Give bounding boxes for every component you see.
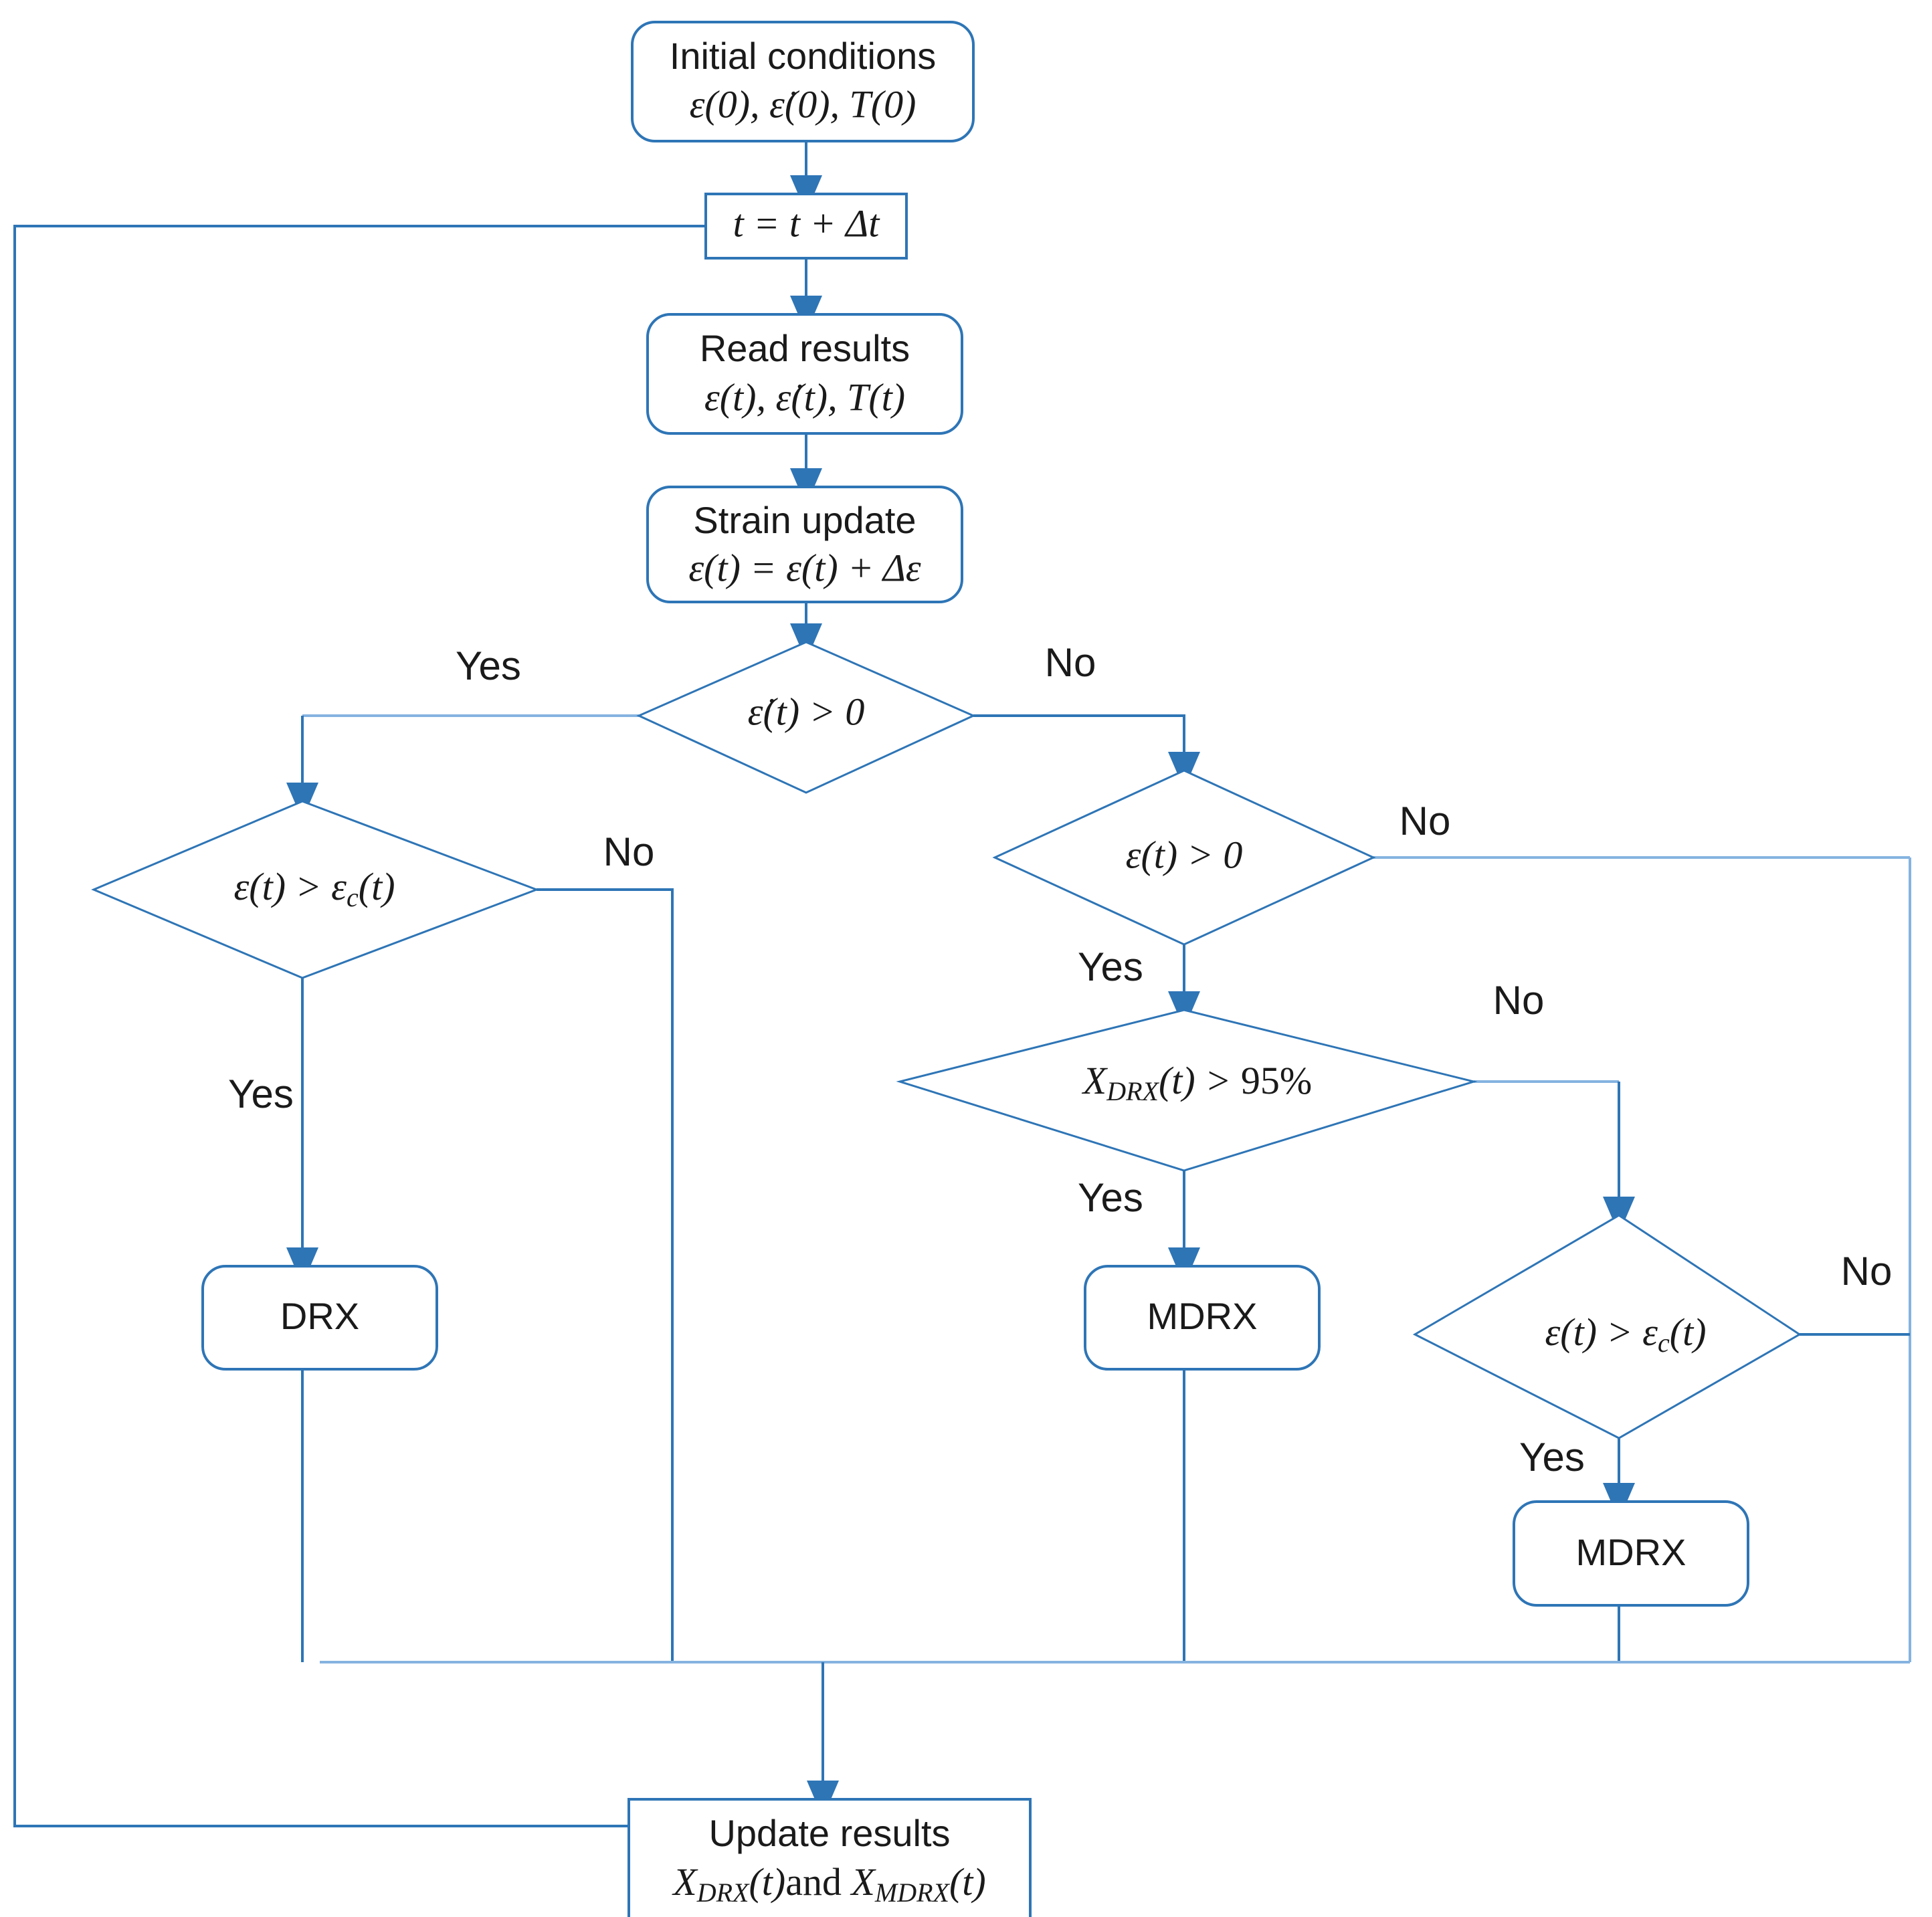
branch-label-xdrx-yes: Yes — [1078, 1175, 1143, 1220]
branch-label-xdrx-no: No — [1493, 978, 1545, 1023]
node-strain-update[interactable]: Strain update ε(t) = ε(t) + Δε — [646, 486, 963, 603]
mdrx-center-box — [1084, 1265, 1321, 1371]
node-read-results[interactable]: Read results ε(t), ε̇(t), T(t) — [646, 313, 963, 435]
decision-strain-rate-condition: ε̇(t) > 0 — [748, 690, 865, 733]
node-time-step[interactable]: t = t + Δt — [704, 193, 908, 260]
time-step-math: t = t + Δt — [733, 201, 881, 245]
decision-epsc-right-condition: ε(t) > εc(t) — [1545, 1310, 1706, 1358]
branch-label-epszero-yes: Yes — [1078, 944, 1143, 989]
update-results-math: XDRX(t)and XMDRX(t) — [672, 1860, 985, 1908]
strain-update-math: ε(t) = ε(t) + Δε — [688, 546, 921, 589]
time-step-box — [704, 193, 908, 260]
connector-feedback-loop — [13, 210, 745, 1827]
branch-label-epsc-right-no: No — [1841, 1249, 1893, 1294]
decision-eps-gt-zero-condition: ε(t) > 0 — [1126, 833, 1243, 876]
node-decision-epsc-left[interactable]: ε(t) > εc(t) — [91, 800, 540, 979]
node-decision-xdrx[interactable]: XDRX(t) > 95% — [896, 1009, 1478, 1172]
decision-epsc-left-condition: ε(t) > εc(t) — [233, 865, 395, 912]
initial-conditions-math: ε(0), ε̇(0), T(0) — [690, 82, 916, 126]
node-mdrx-center[interactable]: MDRX — [1084, 1265, 1321, 1371]
decision-strain-rate-diamond — [636, 641, 976, 794]
mdrx-right-label: MDRX — [1576, 1531, 1686, 1573]
mdrx-right-box — [1513, 1500, 1749, 1607]
decision-xdrx-condition: XDRX(t) > 95% — [1082, 1059, 1312, 1106]
branch-label-epszero-no: No — [1399, 799, 1451, 843]
update-results-box — [627, 1798, 1032, 1917]
initial-conditions-box — [631, 21, 975, 142]
branch-label-strainrate-yes: Yes — [456, 643, 521, 688]
branch-label-epsc-left-yes: Yes — [228, 1072, 294, 1116]
node-mdrx-right[interactable]: MDRX — [1513, 1500, 1749, 1607]
connector-epsc-left-no — [537, 888, 674, 1662]
mdrx-center-label: MDRX — [1147, 1295, 1258, 1337]
update-results-title: Update results — [708, 1812, 950, 1854]
drx-box — [201, 1265, 438, 1371]
strain-update-title: Strain update — [693, 499, 916, 541]
branch-label-epsc-right-yes: Yes — [1519, 1435, 1585, 1480]
node-decision-eps-gt-zero[interactable]: ε(t) > 0 — [992, 769, 1376, 946]
strain-update-box — [646, 486, 963, 603]
decision-epsc-right-diamond — [1412, 1214, 1802, 1439]
node-decision-strain-rate[interactable]: ε̇(t) > 0 — [636, 641, 976, 794]
drx-label: DRX — [280, 1295, 359, 1337]
connector-strainrate-no — [973, 714, 1200, 789]
node-decision-epsc-right[interactable]: ε(t) > εc(t) — [1412, 1214, 1802, 1439]
read-results-math: ε(t), ε̇(t), T(t) — [704, 375, 905, 419]
read-results-title: Read results — [700, 327, 910, 369]
branch-label-strainrate-no: No — [1045, 640, 1096, 685]
decision-epsc-left-diamond — [91, 800, 540, 979]
node-update-results[interactable]: Update results XDRX(t)and XMDRX(t) — [627, 1798, 1032, 1917]
node-initial-conditions[interactable]: Initial conditions ε(0), ε̇(0), T(0) — [631, 21, 975, 142]
decision-xdrx-diamond — [896, 1009, 1478, 1172]
branch-label-epsc-left-no: No — [603, 829, 655, 874]
initial-conditions-title: Initial conditions — [670, 35, 936, 77]
node-drx[interactable]: DRX — [201, 1265, 438, 1371]
read-results-box — [646, 313, 963, 435]
decision-eps-gt-zero-diamond — [992, 769, 1376, 946]
